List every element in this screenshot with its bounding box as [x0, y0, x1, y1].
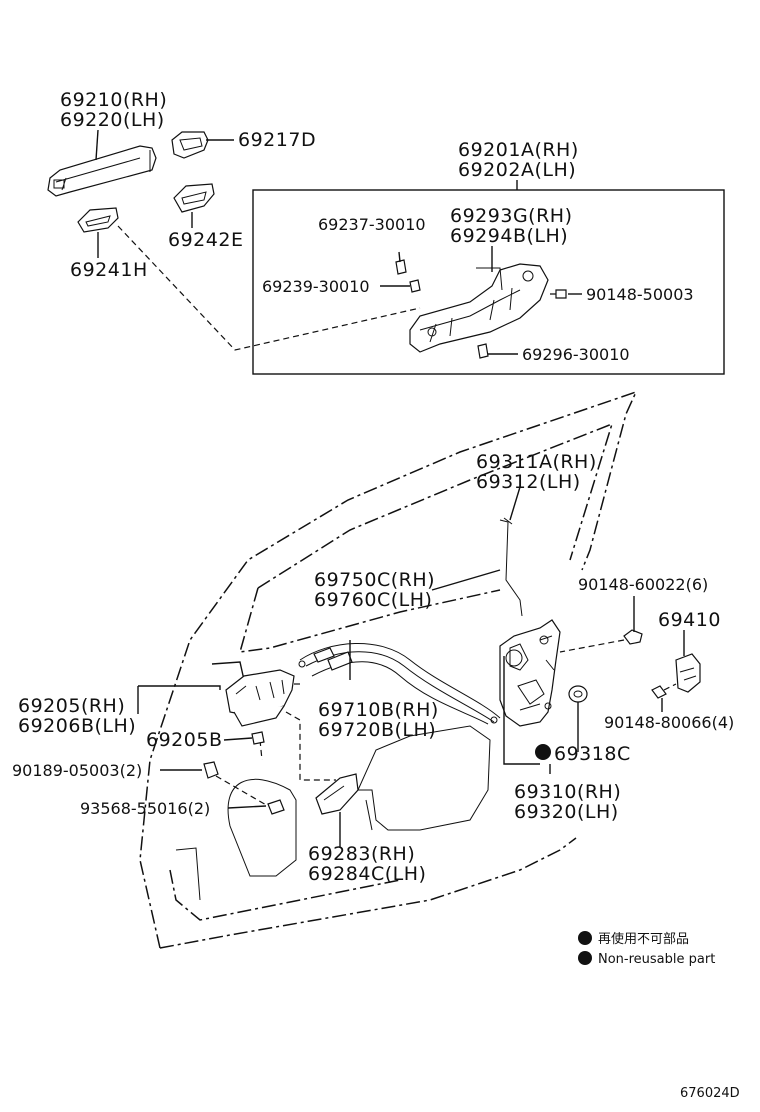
label-69217d: 69217D — [238, 129, 316, 151]
label-69320: 69320(LH) — [514, 801, 619, 823]
label-69293g: 69293G(RH) — [450, 205, 572, 227]
label-69239: 69239-30010 — [262, 277, 370, 296]
inside-handle-part — [225, 669, 295, 727]
fastener-93568-part — [267, 799, 285, 815]
fastener-90189-part — [203, 761, 219, 779]
screw-part-b — [477, 343, 489, 359]
label-69242e: 69242E — [168, 229, 243, 251]
striker-part — [675, 653, 701, 693]
label-69201a: 69201A(RH) — [458, 139, 579, 161]
label-90189: 90189-05003(2) — [12, 761, 142, 780]
legend-bullet-jp — [578, 931, 592, 945]
label-69312: 69312(LH) — [476, 471, 581, 493]
link-rod-part — [499, 517, 523, 617]
label-69318c: 69318C — [554, 743, 631, 765]
handle-frame-part — [409, 263, 549, 353]
handle-pad-part — [173, 183, 215, 213]
legend-bullet-en — [578, 951, 592, 965]
clip-part-b — [409, 279, 421, 293]
label-69237: 69237-30010 — [318, 215, 426, 234]
label-69206b: 69206B(LH) — [18, 715, 136, 737]
label-69410: 69410 — [658, 609, 721, 631]
label-93568: 93568-55016(2) — [80, 799, 210, 818]
label-90148-50003: 90148-50003 — [586, 285, 694, 304]
handle-cap-part — [171, 131, 209, 159]
bolt-80066-part — [651, 685, 667, 699]
label-69311a: 69311A(RH) — [476, 451, 597, 473]
legend-text-en: Non-reusable part — [598, 952, 715, 967]
non-reusable-mark — [535, 744, 551, 760]
label-69241h: 69241H — [70, 259, 148, 281]
bolt-60022-part — [623, 629, 643, 645]
frame-assembly-box — [252, 189, 725, 375]
label-69205-rh: 69205(RH) — [18, 695, 125, 717]
label-69284c: 69284C(LH) — [308, 863, 426, 885]
label-69760c: 69760C(LH) — [314, 589, 432, 611]
label-69210: 69210(RH) — [60, 89, 167, 111]
diagram-code: 676024D — [680, 1086, 740, 1101]
label-69283: 69283(RH) — [308, 843, 415, 865]
label-69310: 69310(RH) — [514, 781, 621, 803]
door-lock-assembly-part — [499, 619, 561, 727]
screw-part-a — [550, 289, 567, 299]
label-69710b: 69710B(RH) — [318, 699, 439, 721]
legend-text-jp: 再使用不可部品 — [598, 931, 689, 947]
clip-part-a — [395, 259, 407, 275]
label-90148-60022: 90148-60022(6) — [578, 575, 708, 594]
label-69294b: 69294B(LH) — [450, 225, 568, 247]
label-69720b: 69720B(LH) — [318, 719, 436, 741]
control-cables-part — [298, 643, 501, 725]
outside-handle-part — [47, 145, 157, 197]
inside-lock-cover-part — [315, 773, 359, 815]
label-90148-80066: 90148-80066(4) — [604, 713, 734, 732]
label-69750c: 69750C(RH) — [314, 569, 435, 591]
label-69220: 69220(LH) — [60, 109, 165, 131]
cushion-69318c-part — [568, 685, 588, 703]
label-69296: 69296-30010 — [522, 345, 630, 364]
label-69202a: 69202A(LH) — [458, 159, 576, 181]
label-69205b: 69205B — [146, 729, 222, 751]
handle-bezel-part — [77, 207, 119, 233]
door-outline — [139, 390, 638, 949]
